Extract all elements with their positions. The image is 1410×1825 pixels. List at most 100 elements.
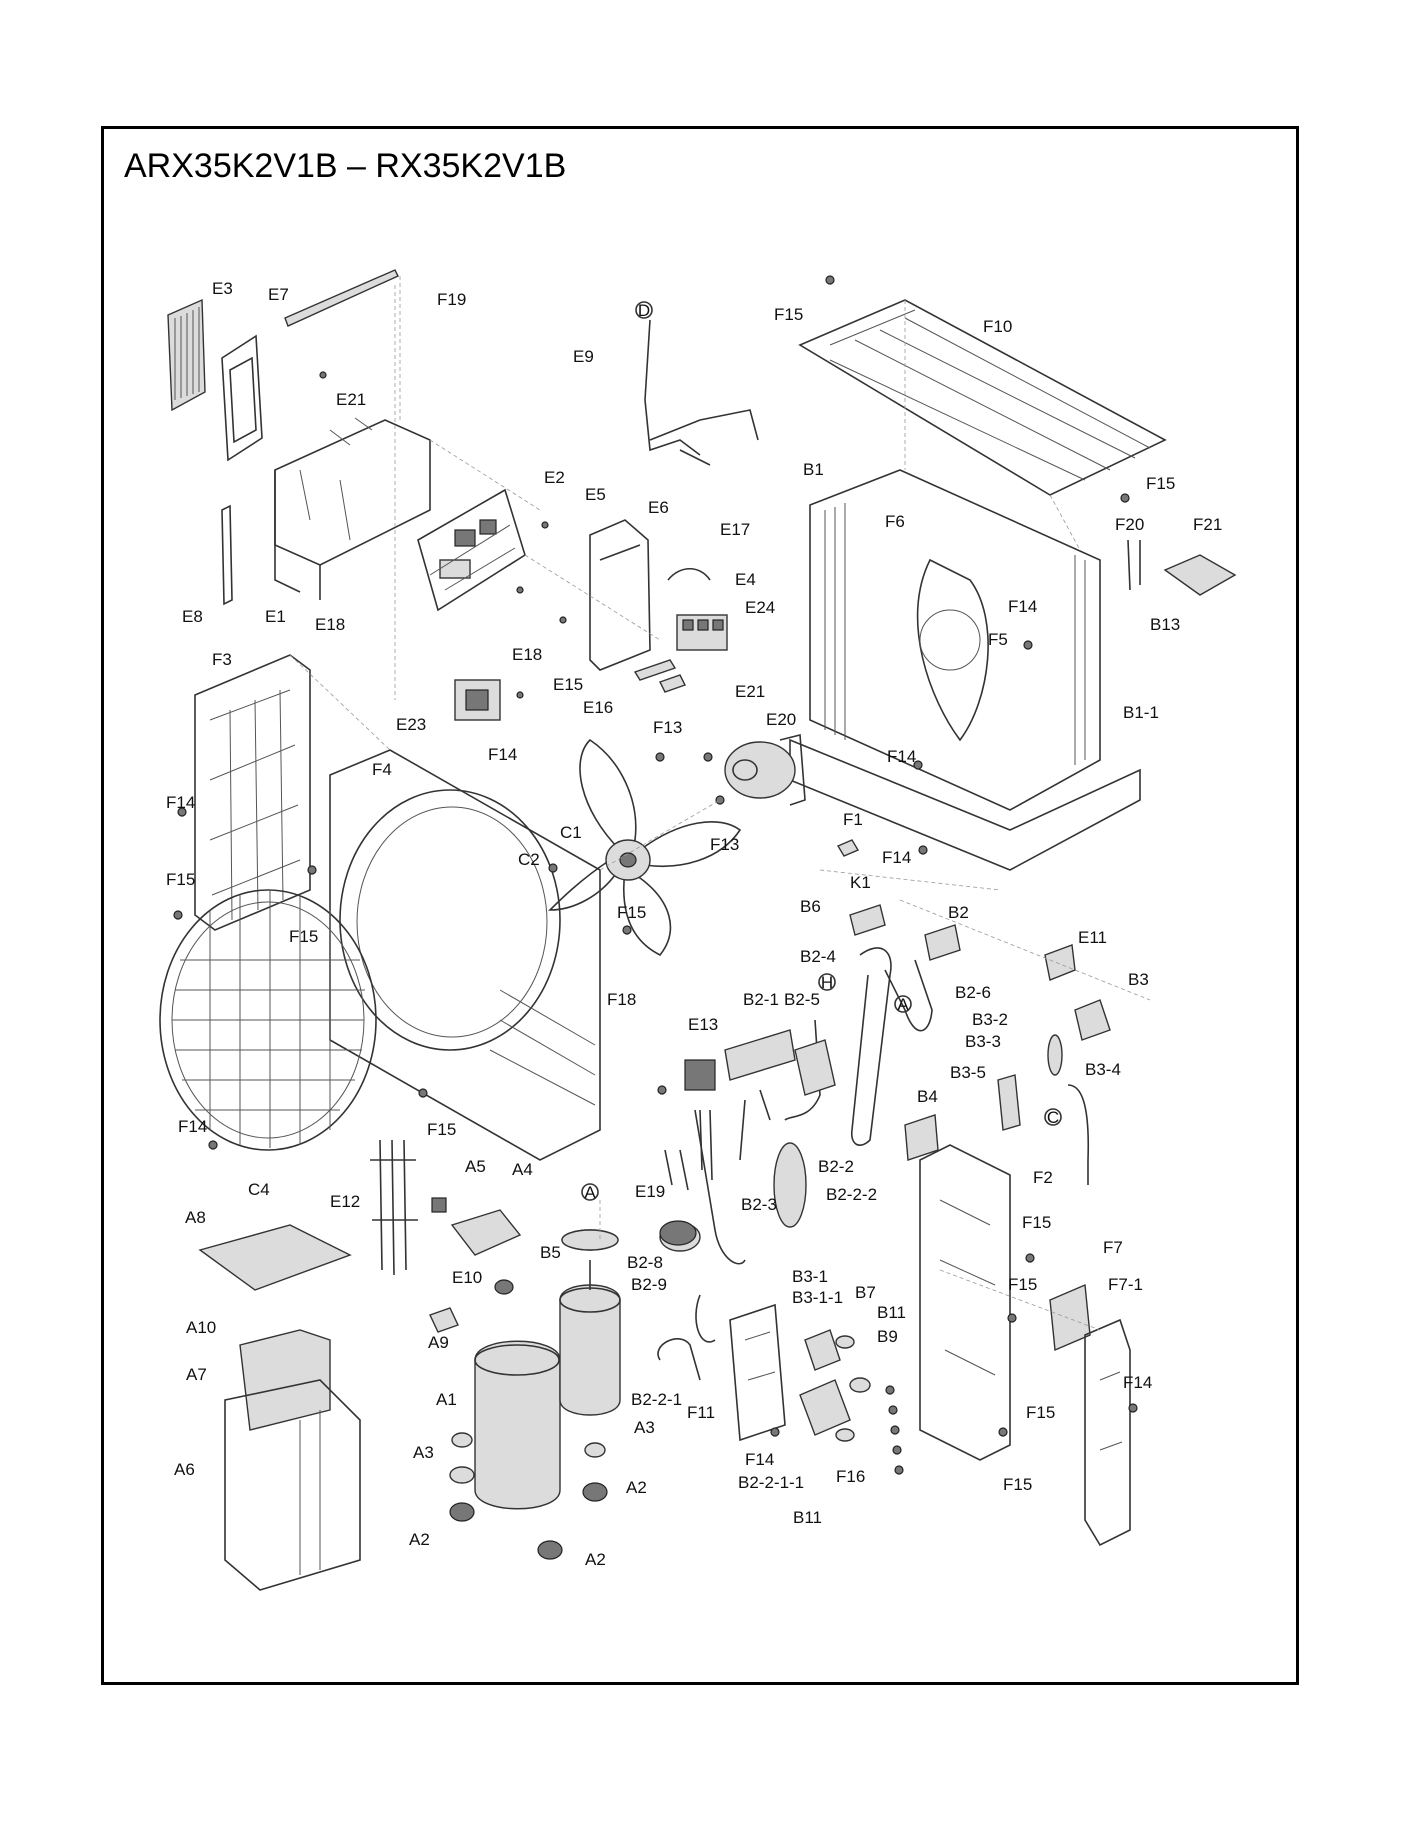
label-b2-5: B2-5 [784, 990, 820, 1009]
label-f14-a: F14 [1008, 597, 1037, 616]
label-b2-8: B2-8 [627, 1253, 663, 1272]
label-b2-6: B2-6 [955, 983, 991, 1002]
label-b3-2: B3-2 [972, 1010, 1008, 1029]
label-e20: E20 [766, 710, 796, 729]
part-b2-5-coil [794, 1039, 836, 1096]
label-f15-c: F15 [166, 870, 195, 889]
svg-text:D: D [638, 301, 650, 320]
label-f10: F10 [983, 317, 1012, 336]
part-e6-bracket [589, 519, 651, 671]
label-f19: F19 [437, 290, 466, 309]
part-stop-valves [799, 1329, 871, 1442]
label-b3: B3 [1128, 970, 1149, 989]
label-f20: F20 [1115, 515, 1144, 534]
label-a7: A7 [186, 1365, 207, 1384]
part-e7-bracket [221, 334, 263, 462]
part-e16-clip [659, 674, 686, 693]
label-f14-e: F14 [882, 848, 911, 867]
label-b5: B5 [540, 1243, 561, 1262]
label-f14-d: F14 [166, 793, 195, 812]
label-a6: A6 [174, 1460, 195, 1479]
part-f21-pad [1163, 554, 1237, 596]
label-a10: A10 [186, 1318, 216, 1337]
part-e20-fan-motor [724, 733, 806, 806]
label-e8: E8 [182, 607, 203, 626]
label-b6: B6 [800, 897, 821, 916]
label-b1-1: B1-1 [1123, 703, 1159, 722]
part-e13-coil [684, 1059, 716, 1091]
label-b3-3: B3-3 [965, 1032, 1001, 1051]
label-a3-b: A3 [634, 1418, 655, 1437]
label-e23: E23 [396, 715, 426, 734]
part-e15-bar [633, 659, 677, 681]
diagram-frame: ARX35K2V1B – RX35K2V1B [101, 126, 1299, 1685]
label-f15-i: F15 [1026, 1403, 1055, 1422]
part-e4-terminal [676, 614, 728, 651]
part-f20-pin [1127, 539, 1141, 591]
label-e17: E17 [720, 520, 750, 539]
label-f1: F1 [843, 810, 863, 829]
part-f2-side-panel [919, 1144, 1011, 1461]
label-f7: F7 [1103, 1238, 1123, 1257]
label-f15-d: F15 [289, 927, 318, 946]
part-a9-grommet [429, 1307, 459, 1333]
part-e19-thermistor [664, 1149, 689, 1191]
label-f11: F11 [687, 1403, 715, 1422]
label-a9: A9 [428, 1333, 449, 1352]
label-f3: F3 [212, 650, 232, 669]
label-b9: B9 [877, 1327, 898, 1346]
svg-text:C: C [1047, 1108, 1059, 1127]
label-e5: E5 [585, 485, 606, 504]
label-b2-4: B2-4 [800, 947, 836, 966]
label-f14-g: F14 [1123, 1373, 1152, 1392]
label-b11-b: B11 [793, 1508, 822, 1527]
part-f10-top-panel [798, 299, 1167, 496]
part-a1-compressor [474, 1229, 621, 1510]
label-b3-1-1: B3-1-1 [792, 1288, 843, 1307]
label-e10: E10 [452, 1268, 482, 1287]
svg-text:A: A [584, 1183, 596, 1202]
part-a8-insulation [198, 1224, 352, 1291]
label-f13-b: F13 [710, 835, 739, 854]
part-e23-reactor [454, 679, 501, 721]
part-e12-wire-harness [370, 1139, 418, 1276]
part-b4-pad [904, 1114, 939, 1161]
label-e6: E6 [648, 498, 669, 517]
part-b3-3-valve [1047, 1034, 1063, 1076]
label-e15: E15 [553, 675, 583, 694]
part-f3-side-frame [194, 654, 311, 931]
label-b2-2-2: B2-2-2 [826, 1185, 877, 1204]
marker-a-pipe: A [894, 995, 912, 1014]
part-e9-thermistor [644, 319, 759, 466]
label-c1: C1 [560, 823, 582, 842]
label-b2: B2 [948, 903, 969, 922]
label-f4: F4 [372, 760, 392, 779]
label-b7: B7 [855, 1283, 876, 1302]
label-f15-j: F15 [1003, 1475, 1032, 1494]
part-e3-grille [167, 298, 206, 412]
label-a2-b: A2 [409, 1530, 430, 1549]
label-b4: B4 [917, 1087, 938, 1106]
label-f15-e: F15 [617, 903, 646, 922]
part-f7-1-cover [1049, 1283, 1091, 1352]
part-b3-5-filter [997, 1074, 1021, 1131]
label-f21: F21 [1193, 515, 1222, 534]
label-e7: E7 [268, 285, 289, 304]
leader-lines [289, 276, 1151, 1331]
part-a2-a3-mounts [449, 1432, 608, 1560]
label-e9: E9 [573, 347, 594, 366]
label-e18: E18 [315, 615, 345, 634]
label-b2-9: B2-9 [631, 1275, 667, 1294]
part-k1-nut [836, 839, 860, 857]
label-b2-2-1-1: B2-2-1-1 [738, 1473, 804, 1492]
label-b2-1: B2-1 [743, 990, 779, 1009]
part-b3-pipe [1067, 1084, 1090, 1185]
part-f4-front-panel [329, 749, 601, 1161]
label-f15-g: F15 [1022, 1213, 1051, 1232]
part-f19-strip [284, 269, 399, 327]
label-f14-b: F14 [488, 745, 517, 764]
part-c1-propeller-fan [548, 738, 742, 957]
label-a4: A4 [512, 1160, 533, 1179]
part-e2-electrical-box [274, 417, 431, 600]
